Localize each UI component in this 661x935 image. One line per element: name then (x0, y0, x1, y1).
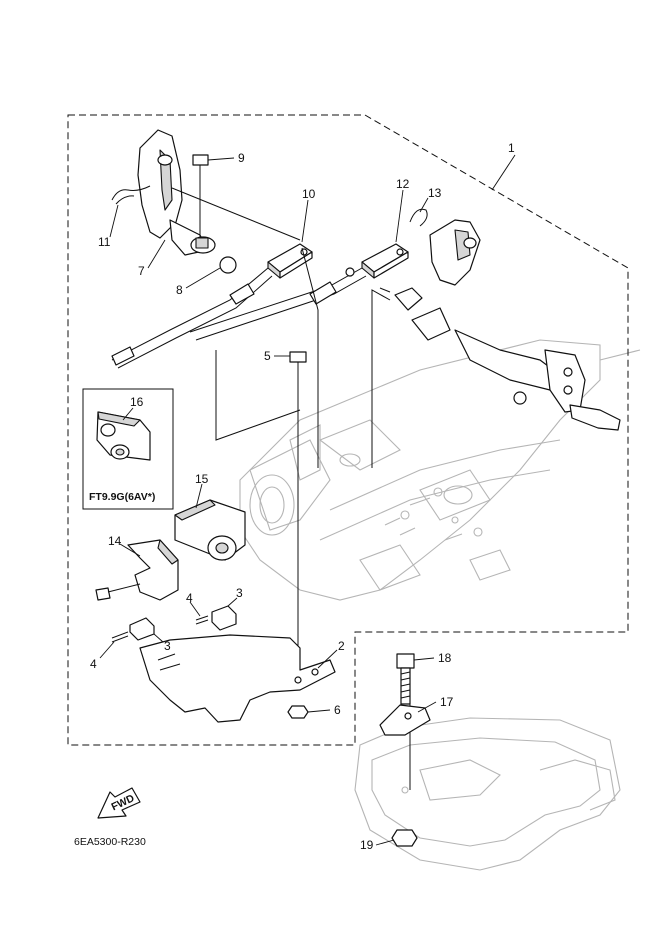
part-9-bolt (192, 154, 209, 238)
callout-18: 18 (438, 651, 452, 665)
control-cables (111, 267, 367, 369)
drawing-code: 6EA5300-R230 (74, 836, 146, 848)
part-16-plate (96, 411, 151, 461)
bottom-cowling-ghost (354, 717, 621, 871)
part-14-bolt (95, 583, 141, 601)
callout-2: 2 (338, 639, 345, 653)
part-3-clip-upper (211, 605, 237, 631)
callout-14: 14 (108, 534, 122, 548)
callout-11: 11 (98, 235, 111, 249)
callout-12: 12 (396, 177, 410, 191)
callout-10: 10 (302, 187, 316, 201)
fwd-arrow-icon: FWD (97, 787, 141, 819)
callout-3a: 3 (236, 586, 243, 600)
leader-lines (99, 154, 516, 846)
assembly-boundary (67, 114, 629, 746)
callout-3b: 3 (164, 639, 171, 653)
callout-8: 8 (176, 283, 183, 297)
part-3-clip-lower (129, 617, 155, 641)
callout-5: 5 (264, 349, 271, 363)
part-6-nut (287, 705, 309, 719)
callout-15: 15 (195, 472, 209, 486)
part-18-bolt (396, 653, 415, 705)
callout-7: 7 (138, 264, 145, 278)
callout-17: 17 (440, 695, 454, 709)
part-13-clip (409, 208, 428, 227)
part-callouts: 1 2 3 3 4 4 5 6 7 8 9 10 11 12 13 14 15 … (90, 141, 515, 852)
shift-linkage-arm (394, 219, 621, 431)
callout-16: 16 (130, 395, 144, 409)
part-14-bracket (127, 539, 179, 601)
callout-19: 19 (360, 838, 374, 852)
part-5-bolt (289, 351, 307, 374)
part-11-clip (111, 185, 151, 205)
callout-4b: 4 (90, 657, 97, 671)
inset-label: FT9.9G(6AV*) (89, 491, 155, 503)
part-8-circlip (219, 256, 237, 274)
part-7-lever (137, 129, 216, 256)
part-10-joint (267, 243, 313, 279)
callout-6: 6 (334, 703, 341, 717)
part-19-nut (391, 829, 418, 847)
part-15-damper (174, 499, 246, 561)
callout-1: 1 (508, 141, 515, 155)
part-12-joint (361, 243, 409, 279)
callout-4a: 4 (186, 591, 193, 605)
assembly-lines (171, 187, 411, 790)
callout-13: 13 (428, 186, 442, 200)
part-2-plate (139, 634, 336, 723)
engine-mount-ghost (239, 339, 641, 601)
part-4-pin-upper (195, 615, 209, 625)
part-17-plate (379, 704, 431, 736)
part-4-pin-lower (111, 631, 129, 643)
callout-9: 9 (238, 151, 245, 165)
